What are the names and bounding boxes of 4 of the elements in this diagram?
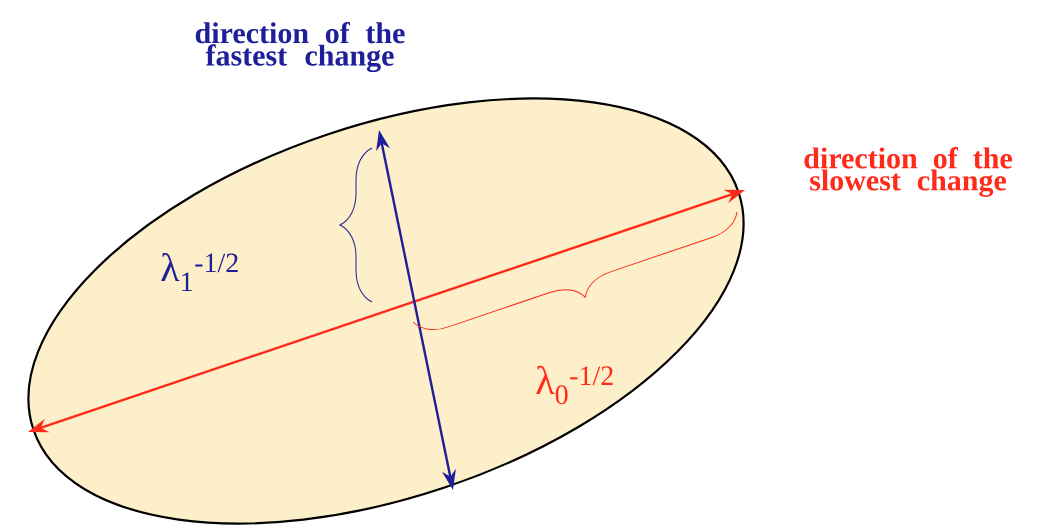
label-text: direction of the slowest change xyxy=(804,147,1012,197)
label-text: λ$_{1}$-1/2 xyxy=(161,252,238,292)
label-text: direction of the fastest change xyxy=(195,21,405,73)
label-text: λ$_{0}$-1/2 xyxy=(536,365,613,405)
